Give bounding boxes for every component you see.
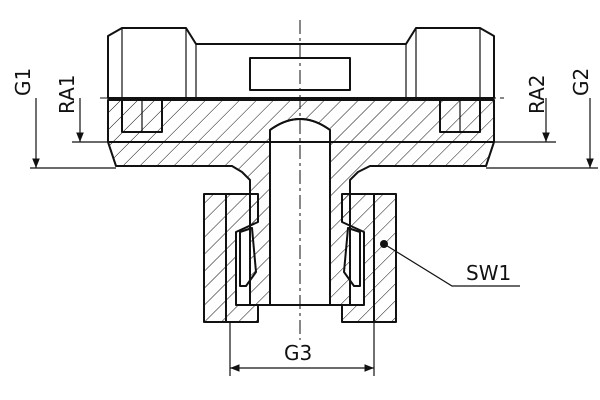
left-cutting-ring <box>239 227 257 287</box>
stem-bore <box>269 118 331 306</box>
dimensions <box>30 98 598 376</box>
nut-left-wall <box>203 193 259 323</box>
label-sw1: SW1 <box>466 261 511 285</box>
upper-body <box>107 27 495 306</box>
label-ra2: RA2 <box>525 75 549 115</box>
left-port-cavity <box>121 99 163 133</box>
right-cutting-ring <box>343 227 361 287</box>
branch-nut <box>203 193 397 323</box>
nut-right-wall <box>341 193 397 323</box>
label-g2: G2 <box>569 68 593 96</box>
sw1-leader <box>383 243 520 287</box>
label-ra1: RA1 <box>55 75 79 115</box>
label-g1: G1 <box>11 68 35 96</box>
label-g3: G3 <box>284 341 312 365</box>
upper-section-hatch <box>107 99 495 306</box>
upper-body-outline <box>107 27 495 99</box>
right-port-cavity <box>439 99 481 133</box>
